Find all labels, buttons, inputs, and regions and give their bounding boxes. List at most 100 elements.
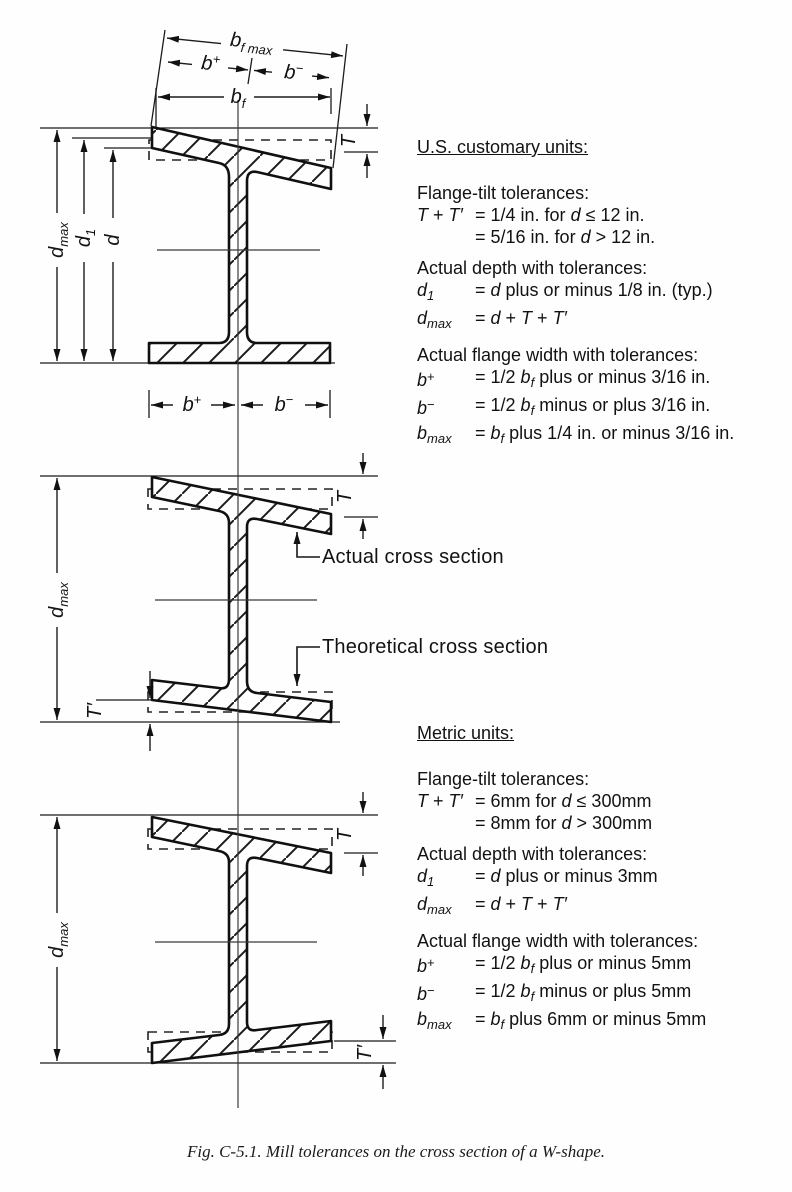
equation-row: b−= 1/2 bf minus or plus 5mm: [417, 980, 787, 1008]
tolerance-section: Flange-tilt tolerances:T + T′= 6mm for d…: [417, 768, 787, 834]
label-main: b: [200, 52, 213, 75]
units-heading: Metric units:: [417, 723, 515, 743]
dim-label-T-2: T: [334, 489, 356, 503]
equation-symbol: d1: [417, 865, 475, 893]
text-italic: d: [580, 227, 591, 247]
text-subscript: max: [427, 902, 452, 917]
text-italic: d: [417, 866, 428, 886]
equation-row: d1= d plus or minus 1/8 in. (typ.): [417, 279, 787, 307]
text-italic: T′: [552, 308, 567, 328]
text-subscript: f: [530, 375, 535, 390]
text-normal: =: [475, 423, 491, 443]
label-sub: 1: [83, 229, 98, 236]
equation-symbol: bmax: [417, 1008, 475, 1036]
text-subscript: 1: [427, 288, 435, 303]
text-italic: b: [520, 395, 531, 415]
equation-row: b+= 1/2 bf plus or minus 5mm: [417, 952, 787, 980]
label-main: b: [283, 61, 296, 84]
equation-value: = 5/16 in. for d > 12 in.: [475, 226, 787, 248]
text-italic: b: [520, 981, 531, 1001]
extension-lines: [40, 29, 396, 1064]
dimensions-diagram-2: dmax T T′: [46, 453, 367, 751]
equation-value: = 1/4 in. for d ≤ 12 in.: [475, 204, 787, 226]
text-italic: T: [417, 205, 428, 225]
text-subscript: 1: [427, 874, 435, 889]
dim-label-bf: bf: [231, 86, 247, 111]
text-normal: = 1/2: [475, 953, 521, 973]
dim-label-T-3: T: [334, 827, 356, 841]
equation-value: = bf plus 6mm or minus 5mm: [475, 1008, 787, 1036]
text-subscript: f: [530, 989, 535, 1004]
label-sub: max: [56, 222, 71, 247]
dim-label-T-1: T: [338, 133, 360, 147]
text-normal: plus 1/4 in. or minus 3/16 in.: [504, 423, 735, 443]
text-normal: +: [500, 308, 522, 328]
text-italic: T′: [552, 894, 567, 914]
label-main: d: [46, 246, 68, 258]
label-main: d: [46, 606, 68, 618]
dim-label-b-plus-top: b+: [200, 50, 221, 76]
label-sup: −: [295, 60, 304, 76]
text-normal: plus or minus 3mm: [500, 866, 658, 886]
equation-row: bmax= bf plus 1/4 in. or minus 3/16 in.: [417, 422, 787, 450]
text-normal: plus 6mm or minus 5mm: [504, 1009, 707, 1029]
label-main: b: [231, 86, 242, 108]
equation-value: = 1/2 bf plus or minus 5mm: [475, 952, 787, 980]
text-italic: T: [417, 791, 428, 811]
tolerance-section: Actual flange width with tolerances:b+= …: [417, 930, 787, 1036]
label-sub: max: [56, 922, 71, 947]
dimensions-diagram-3: dmax T T′: [46, 792, 387, 1089]
equation-value: = d plus or minus 3mm: [475, 865, 787, 893]
equation-symbol: b−: [417, 980, 475, 1008]
text-italic: d: [490, 866, 501, 886]
actual-cross-section-leader: [293, 532, 320, 558]
tolerance-section: Actual flange width with tolerances:b+= …: [417, 344, 787, 450]
equation-symbol: dmax: [417, 893, 475, 921]
center-axes: [155, 100, 320, 1108]
equation-symbol: [417, 226, 475, 248]
text-subscript: f: [530, 961, 535, 976]
theoretical-cross-section-leader: [293, 646, 320, 686]
equation-value: = d plus or minus 1/8 in. (typ.): [475, 279, 787, 307]
text-italic: T: [521, 308, 533, 328]
tolerance-section: Flange-tilt tolerances:T + T′= 1/4 in. f…: [417, 182, 787, 248]
equation-symbol: dmax: [417, 307, 475, 335]
text-normal: +: [532, 894, 553, 914]
text-italic: b: [417, 1009, 428, 1029]
equation-value: = d + T + T′: [475, 307, 787, 335]
text-italic: b: [520, 367, 531, 387]
text-normal: > 12 in.: [590, 227, 656, 247]
label-sup: −: [286, 392, 294, 407]
text-italic: b: [417, 398, 428, 418]
equation-symbol: b+: [417, 366, 475, 394]
section-title: Actual flange width with tolerances:: [417, 931, 699, 951]
dimensions-diagram-1: bf max b+ b− bf T dmax d1 d b+ b−: [46, 29, 371, 416]
text-normal: plus or minus 1/8 in. (typ.): [500, 280, 713, 300]
metric-units-block: Metric units:Flange-tilt tolerances:T + …: [417, 722, 787, 1036]
text-normal: ≤ 12 in.: [580, 205, 645, 225]
equation-value: = d + T + T′: [475, 893, 787, 921]
text-normal: > 300mm: [571, 813, 653, 833]
dim-label-b-minus-top: b−: [283, 59, 304, 85]
equation-value: = 1/2 bf plus or minus 3/16 in.: [475, 366, 787, 394]
text-normal: plus or minus 3/16 in.: [534, 367, 711, 387]
text-italic: b: [417, 984, 428, 1004]
equation-row: bmax= bf plus 6mm or minus 5mm: [417, 1008, 787, 1036]
dim-label-T-prime-2: T′: [84, 702, 106, 719]
section-annotations: Actual cross section Theoretical cross s…: [293, 532, 548, 686]
label-main: d: [46, 946, 68, 958]
section-title: Flange-tilt tolerances:: [417, 769, 590, 789]
text-normal: = 6mm for: [475, 791, 562, 811]
equation-value: = 1/2 bf minus or plus 5mm: [475, 980, 787, 1008]
text-normal: +: [532, 308, 553, 328]
equation-row: = 5/16 in. for d > 12 in.: [417, 226, 787, 248]
text-italic: d: [490, 894, 501, 914]
text-italic: b: [490, 423, 501, 443]
text-italic: T′: [448, 791, 463, 811]
text-normal: = 1/2: [475, 367, 521, 387]
text-normal: plus or minus 5mm: [534, 953, 692, 973]
text-normal: +: [500, 894, 522, 914]
text-normal: = 1/4 in. for: [475, 205, 571, 225]
